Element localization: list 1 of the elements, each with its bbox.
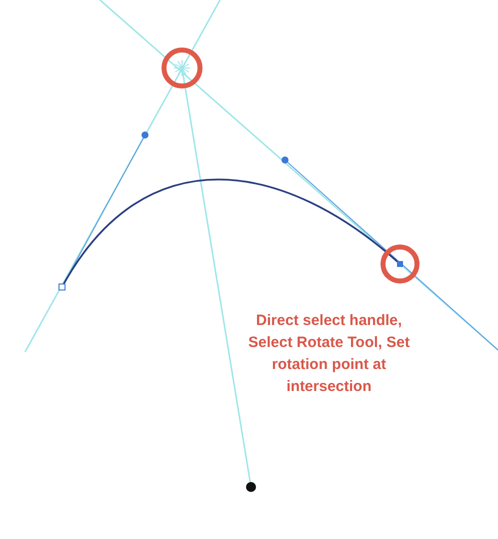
instruction-note: Direct select handle, Select Rotate Tool, Set rotation point at intersection — [247, 311, 411, 397]
